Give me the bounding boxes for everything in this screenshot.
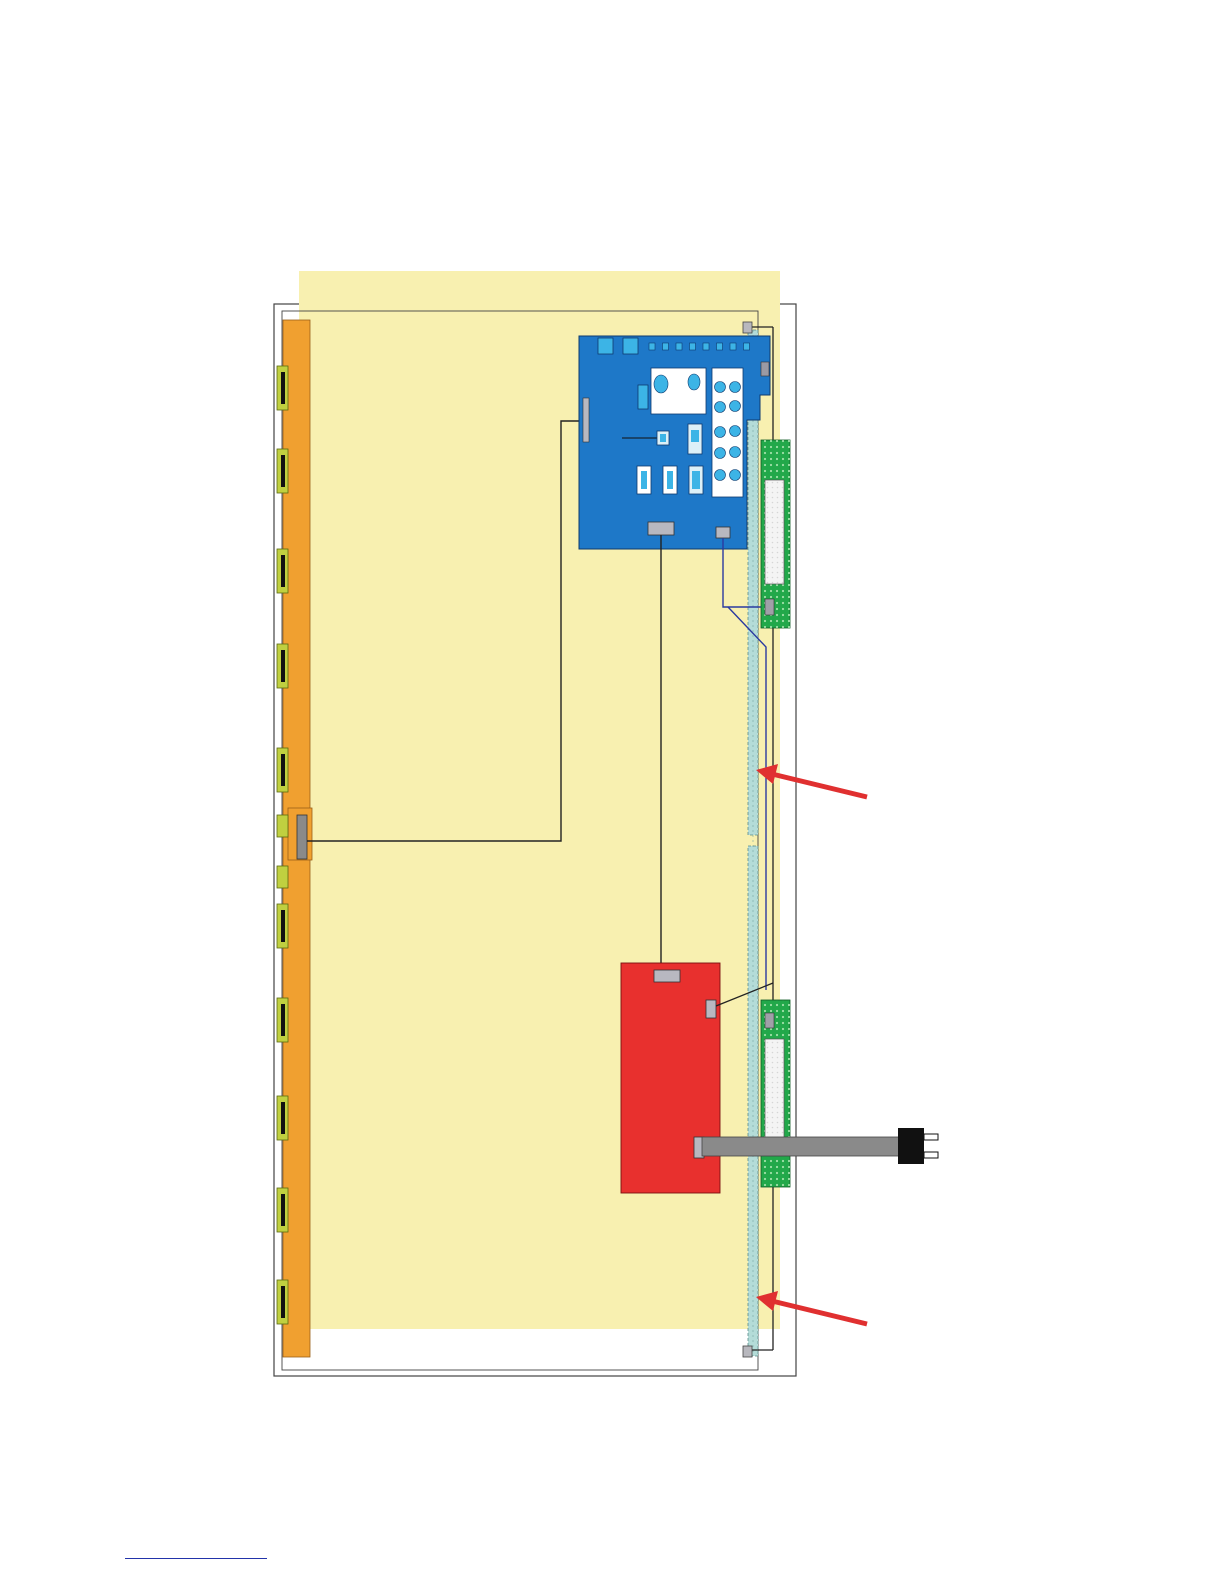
- board-pin: [663, 343, 669, 350]
- capacitor: [730, 470, 741, 481]
- capacitor: [715, 470, 726, 481]
- driver-tab: [277, 748, 288, 792]
- capacitor: [730, 382, 741, 393]
- power-cable: [702, 1137, 900, 1156]
- driver-tab: [277, 644, 288, 688]
- capacitor: [715, 427, 726, 438]
- strip-connector-bottom: [743, 1346, 752, 1357]
- power-plug: [898, 1128, 938, 1164]
- buffer-board-upper: [761, 440, 790, 628]
- capacitor: [715, 402, 726, 413]
- power-supply-board: [621, 963, 720, 1193]
- board-pin: [690, 343, 696, 350]
- strip-connector-top: [743, 322, 752, 333]
- driver-tab: [277, 815, 288, 837]
- driver-tab: [277, 998, 288, 1042]
- driver-tab: [277, 1096, 288, 1140]
- driver-tab: [277, 904, 288, 948]
- capacitor: [715, 448, 726, 459]
- capacitor: [715, 382, 726, 393]
- driver-tab: [277, 1280, 288, 1324]
- board-pin: [703, 343, 709, 350]
- main-control-board: [579, 336, 770, 549]
- driver-tab: [277, 1188, 288, 1232]
- driver-tab: [277, 549, 288, 593]
- capacitor: [730, 447, 741, 458]
- driver-connector: [297, 815, 307, 859]
- buffer-board-lower: [761, 1000, 790, 1187]
- driver-tab: [277, 366, 288, 410]
- board-pin: [730, 343, 736, 350]
- board-pin: [649, 343, 655, 350]
- board-pin: [744, 343, 750, 350]
- footer-rule: [125, 1558, 267, 1559]
- capacitor: [730, 426, 741, 437]
- driver-tab: [277, 449, 288, 493]
- board-pin: [676, 343, 682, 350]
- capacitor: [730, 401, 741, 412]
- driver-tab: [277, 866, 288, 888]
- board-pin: [717, 343, 723, 350]
